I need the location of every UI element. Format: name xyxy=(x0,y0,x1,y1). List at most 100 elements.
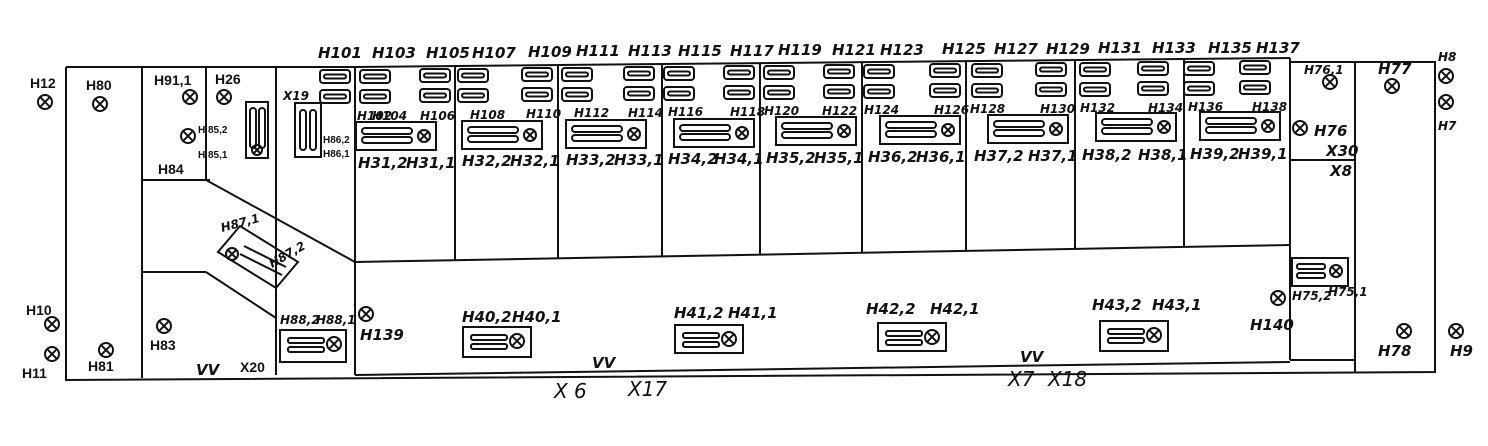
label-h117: H117 xyxy=(730,42,774,60)
label-h40-2: H40,2 xyxy=(462,308,512,326)
label-h41-2: H41,2 xyxy=(674,304,724,322)
bay-receptacle xyxy=(461,120,543,150)
label-h40-1: H40,1 xyxy=(512,308,562,326)
label-h33-1: H33,1 xyxy=(614,151,664,169)
label-h38-2: H38,2 xyxy=(1082,146,1132,164)
receptacle-lamp-icon xyxy=(251,144,263,156)
label-h75-2: H75,2 xyxy=(1292,289,1332,303)
label-h125: H125 xyxy=(942,40,986,58)
lamp-icon xyxy=(37,94,53,110)
lower-receptacles xyxy=(216,101,1349,363)
label-h119: H119 xyxy=(778,41,822,59)
connector-slot-upper xyxy=(457,68,489,83)
lamp-icon xyxy=(358,306,374,322)
receptacle-lamp-icon xyxy=(721,331,737,347)
receptacle-detail xyxy=(470,333,525,350)
label-h39-2: H39,2 xyxy=(1190,145,1240,163)
bay-receptacle xyxy=(987,114,1069,144)
connector-slot-upper xyxy=(723,65,755,80)
receptacle-lamp-icon xyxy=(941,123,955,137)
label-h85-2: H 85,2 xyxy=(198,125,228,136)
lamp-icon xyxy=(1448,323,1464,339)
label-h35-1: H35,1 xyxy=(814,149,864,167)
label-h81: H81 xyxy=(88,358,114,374)
receptacle-lamp-icon xyxy=(417,129,431,143)
label-h31-2: H31,2 xyxy=(358,154,408,172)
label-h76-1: H76,1 xyxy=(1304,63,1344,77)
label-h110: H110 xyxy=(526,107,561,121)
receptacle-lamp-icon xyxy=(1261,119,1275,133)
label-x8: X8 xyxy=(1329,162,1352,180)
lamp-icon xyxy=(1396,323,1412,339)
bay-receptacle xyxy=(1095,112,1177,142)
connector-slot-lower xyxy=(561,87,593,102)
connector-slot-upper xyxy=(971,63,1003,78)
label-h42-2: H42,2 xyxy=(866,300,916,318)
connector-slot-upper xyxy=(1183,61,1215,76)
label-h133: H133 xyxy=(1152,39,1196,57)
label-h104: H104 xyxy=(372,109,407,123)
connector-slot-lower xyxy=(1079,82,1111,97)
label-vv-right: VV xyxy=(1020,348,1045,366)
label-h32-2: H32,2 xyxy=(462,152,512,170)
bay-receptacle xyxy=(775,116,857,146)
label-h86-2: H86,2 xyxy=(323,135,350,146)
receptacle-lamp-icon xyxy=(1146,327,1162,343)
label-h135: H135 xyxy=(1208,39,1252,57)
label-h87-2: H87,2 xyxy=(267,239,308,271)
lamp-icon xyxy=(156,318,172,334)
top-connector-group xyxy=(319,60,1271,104)
connector-slot-lower xyxy=(823,84,855,99)
lamp-icon xyxy=(180,128,196,144)
bay-receptacle xyxy=(355,121,437,151)
label-h131: H131 xyxy=(1098,39,1142,57)
label-h109: H109 xyxy=(528,43,572,61)
connector-slot-lower xyxy=(971,83,1003,98)
label-h85-1: H 85,1 xyxy=(198,150,228,161)
receptacle-detail xyxy=(225,107,1343,279)
lamp-icon xyxy=(44,316,60,332)
receptacle-h87 xyxy=(216,224,300,290)
label-h114: H114 xyxy=(628,106,663,120)
connector-slot-lower xyxy=(319,89,351,104)
label-h128: H128 xyxy=(970,102,1005,116)
connector-slot-lower xyxy=(863,84,895,99)
receptacle-lamp-icon xyxy=(1049,122,1063,136)
connector-slot-lower xyxy=(929,83,961,98)
lamp-icon xyxy=(92,96,108,112)
bay-receptacle xyxy=(565,119,647,149)
label-h8: H8 xyxy=(1438,50,1456,64)
receptacle-lamp-icon xyxy=(326,336,342,352)
connector-slot-upper xyxy=(1239,60,1271,75)
label-h39-1: H39,1 xyxy=(1238,145,1288,163)
label-h122: H122 xyxy=(822,104,857,118)
connector-slot-lower xyxy=(521,87,553,102)
connector-slot-lower xyxy=(1239,80,1271,95)
lamp-icon xyxy=(1292,120,1308,136)
label-h112: H112 xyxy=(574,106,609,120)
receptacle-lamp-icon xyxy=(837,124,851,138)
bay-receptacle xyxy=(1199,111,1281,141)
label-h88-1: H88,1 xyxy=(316,313,356,327)
connector-slot-lower xyxy=(1183,81,1215,96)
label-h26: H26 xyxy=(215,71,241,87)
receptacle-h88 xyxy=(279,329,347,363)
receptacle-h85 xyxy=(245,101,269,159)
label-h113: H113 xyxy=(628,42,672,60)
receptacle-detail xyxy=(287,336,342,353)
label-h103: H103 xyxy=(372,44,416,62)
connector-slot-lower xyxy=(763,85,795,100)
label-h31-1: H31,1 xyxy=(406,154,456,172)
label-vv-left: VV xyxy=(196,361,221,379)
connector-slot-lower xyxy=(623,86,655,101)
label-h86-1: H86,1 xyxy=(323,149,350,160)
label-h91-1: H91,1 xyxy=(154,72,192,88)
label-h12: H12 xyxy=(30,75,56,91)
label-h123: H123 xyxy=(880,41,924,59)
connector-slot-upper xyxy=(359,69,391,84)
bay-dividers xyxy=(454,59,1185,260)
label-h134: H134 xyxy=(1148,101,1183,115)
receptacle-h75 xyxy=(1291,257,1349,287)
receptacle-h41 xyxy=(674,324,744,354)
receptacle-h43 xyxy=(1099,320,1169,352)
